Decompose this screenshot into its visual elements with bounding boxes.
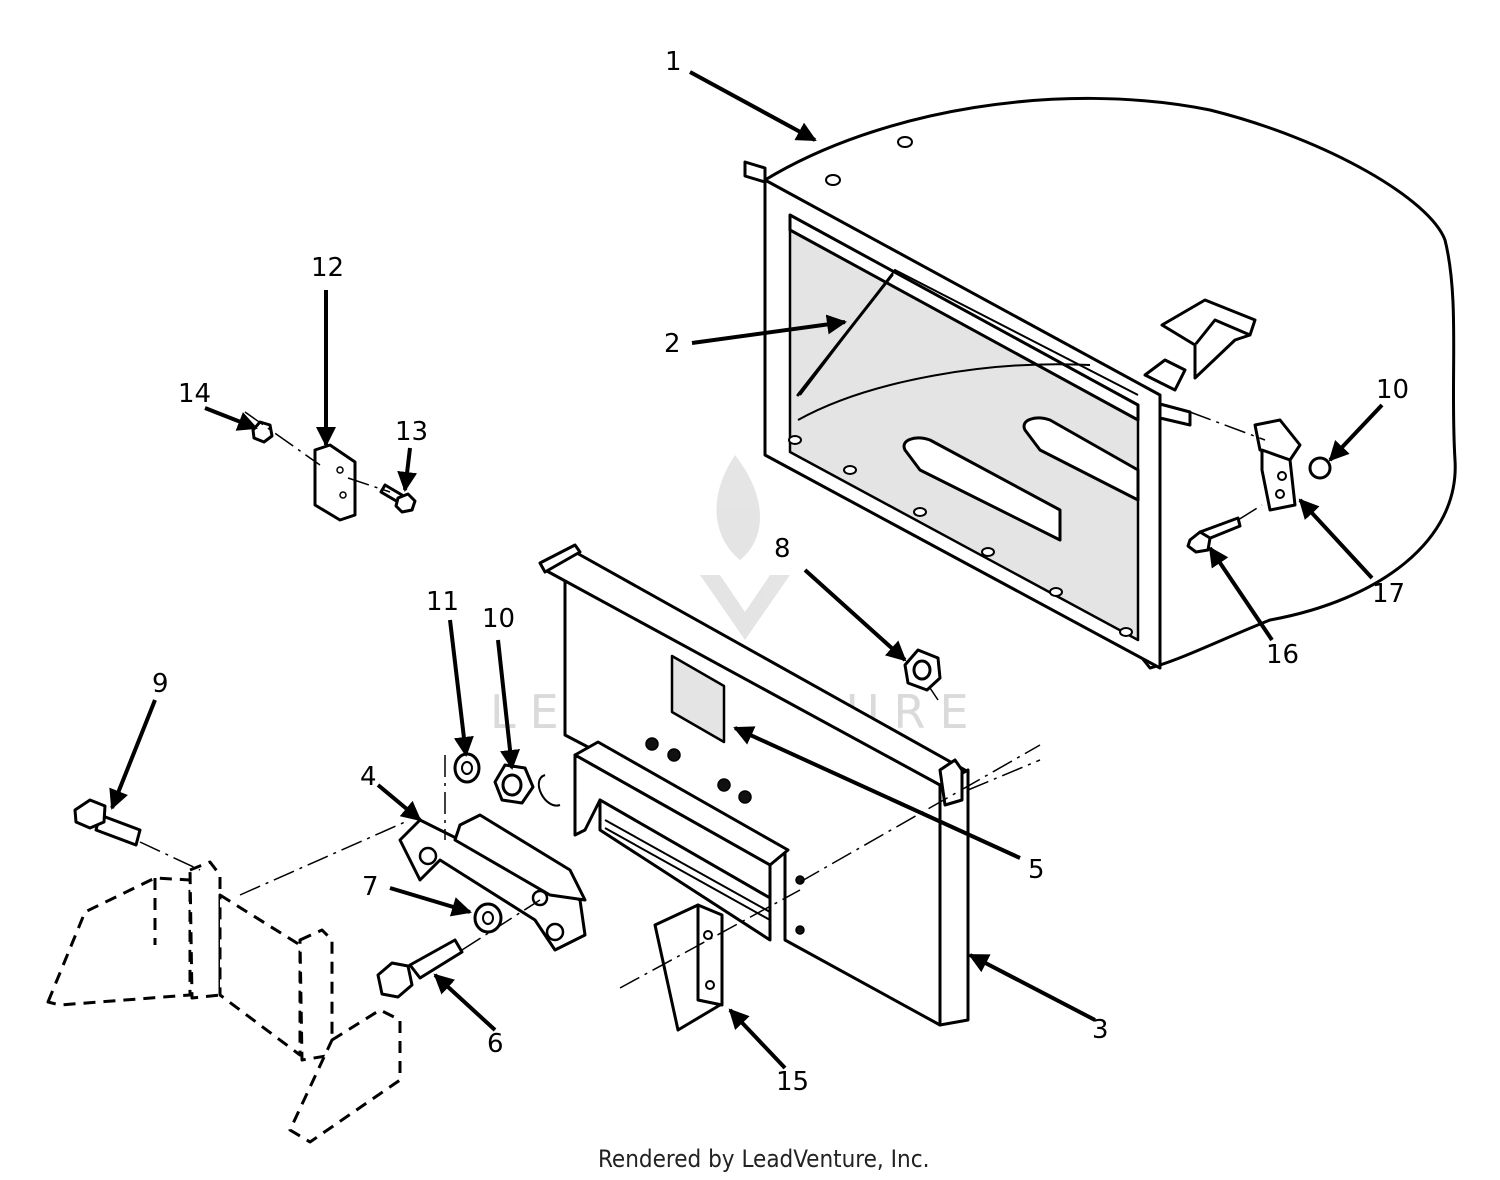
u-bracket-4 [398, 813, 587, 952]
phantom-hitch [46, 860, 402, 1144]
callout-15: 15 [776, 1067, 809, 1097]
angle-bracket-15 [653, 903, 724, 1032]
callout-5: 5 [1028, 855, 1045, 885]
callout-8: 8 [774, 534, 791, 564]
callout-16: 16 [1266, 640, 1299, 670]
hardware [73, 420, 942, 999]
bolt-9 [73, 798, 142, 847]
latch-17 [1253, 418, 1302, 512]
callouts: 1 2 3 4 5 6 7 8 9 10 10 11 12 13 14 15 1… [152, 47, 1409, 1097]
bolt-16 [1186, 516, 1242, 554]
bolt-13 [379, 483, 417, 514]
callout-4: 4 [360, 762, 377, 792]
callout-9: 9 [152, 669, 169, 699]
callout-7: 7 [362, 872, 379, 902]
footer-credit: Rendered by LeadVenture, Inc. [598, 1145, 929, 1173]
center-lines [139, 411, 1041, 989]
callout-3: 3 [1092, 1015, 1109, 1045]
callout-10-right: 10 [1376, 375, 1409, 405]
callout-17: 17 [1372, 579, 1405, 609]
hopper-body [743, 96, 1457, 670]
frame-holes [788, 136, 1133, 637]
callout-1: 1 [665, 47, 682, 77]
callout-6: 6 [487, 1029, 504, 1059]
callout-12: 12 [311, 253, 344, 283]
nut-10-right [1308, 456, 1332, 480]
bolt-6 [376, 938, 464, 999]
callout-11: 11 [426, 587, 459, 617]
leader-lines [109, 70, 1384, 1070]
callout-10-left: 10 [482, 604, 515, 634]
callout-14: 14 [178, 379, 211, 409]
callout-13: 13 [395, 417, 428, 447]
decal-5 [670, 654, 726, 744]
callout-2: 2 [664, 329, 681, 359]
mounting-plate [537, 543, 970, 1027]
plate-12 [313, 443, 357, 522]
